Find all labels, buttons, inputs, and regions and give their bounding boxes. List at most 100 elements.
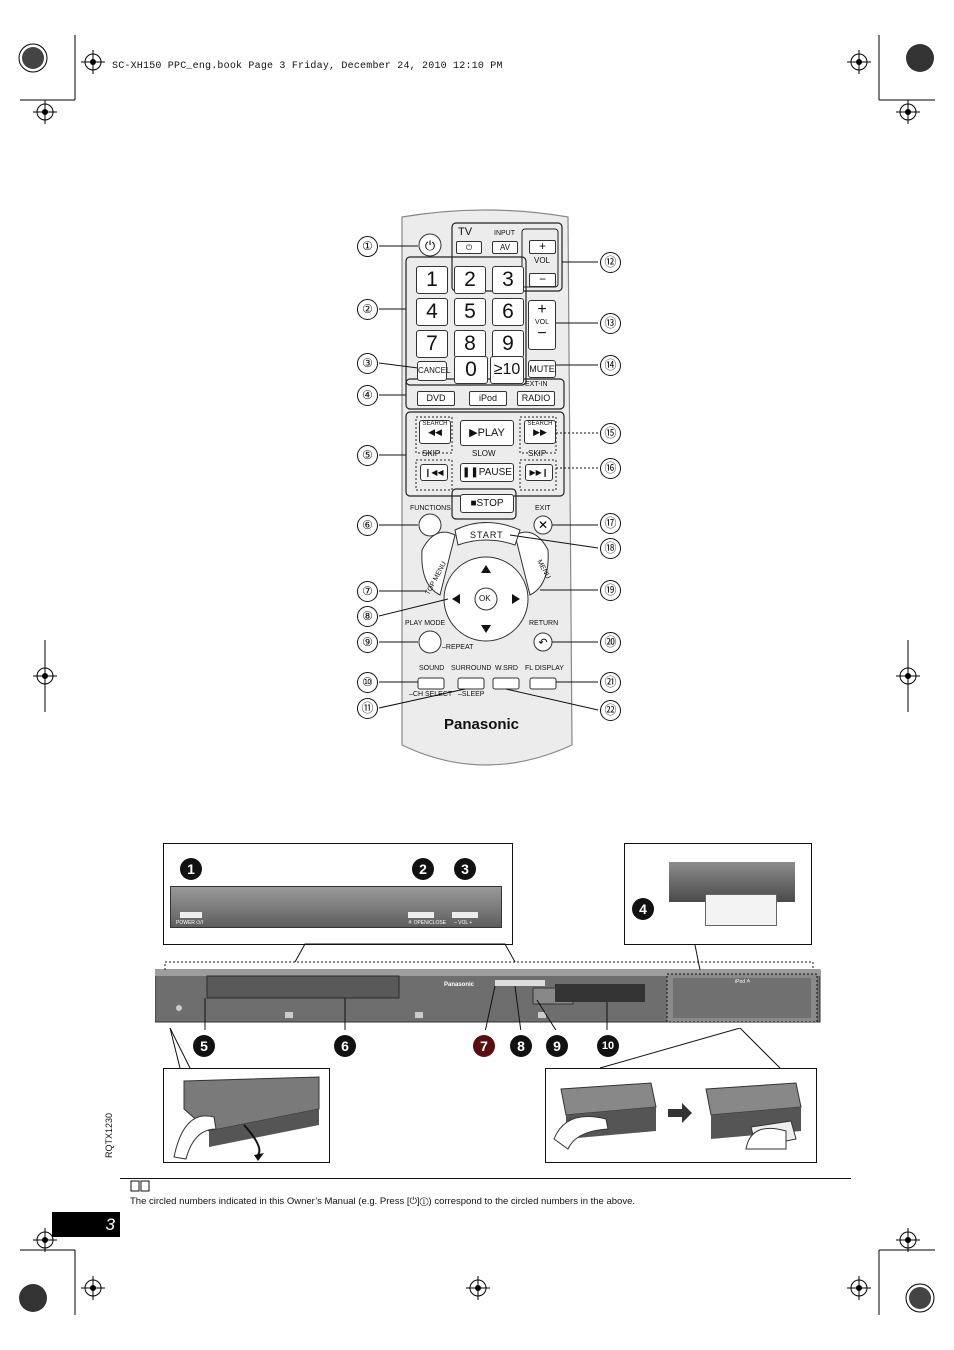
callout-8: ⑧ — [357, 606, 378, 627]
top-panel-surface — [170, 886, 502, 928]
callout-7: ⑦ — [357, 581, 378, 602]
rewind-icon: ◀◀ — [428, 427, 442, 437]
book-file-header: SC-XH150 PPC_eng.book Page 3 Friday, Dec… — [112, 61, 503, 72]
callout-2: ② — [357, 299, 378, 320]
open-close-label: ≙ OPEN/CLOSE — [408, 920, 447, 926]
digit-3-button[interactable]: 3 — [492, 266, 524, 294]
unit-callout-4: 4 — [632, 898, 654, 920]
search-forward-label: SEARCH — [527, 421, 553, 427]
digit-9-button[interactable]: 9 — [492, 330, 524, 358]
sleep-label: –SLEEP — [458, 691, 485, 698]
ipod-dock-open-detail — [545, 1068, 817, 1163]
callout-17: ⑰ — [600, 513, 621, 534]
search-back-button[interactable]: SEARCH◀◀ — [419, 420, 451, 444]
footer-rule — [120, 1178, 851, 1179]
ipod-button[interactable]: iPod — [469, 391, 507, 406]
callout-9: ⑨ — [357, 632, 378, 653]
radio-button[interactable]: RADIO — [517, 391, 555, 406]
unit-volume-label: – VOL + — [454, 920, 473, 926]
callout-12: ⑫ — [600, 252, 621, 273]
callout-18: ⑱ — [600, 538, 621, 559]
main-vol-label: VOL — [534, 319, 549, 326]
book-note-icon — [130, 1180, 150, 1192]
ext-in-label: EXT-IN — [525, 381, 548, 388]
callout-4: ④ — [357, 385, 378, 406]
stop-button[interactable]: ■STOP — [460, 494, 514, 513]
unit-callout-7: 7 — [473, 1035, 495, 1057]
unit-callout-1: 1 — [180, 858, 202, 880]
numpad-outline — [405, 256, 527, 386]
volume-down-icon: − — [537, 325, 547, 342]
tv-vol-up-button[interactable]: + — [529, 240, 556, 254]
callout-20: ⑳ — [600, 632, 621, 653]
skip-back-label: SKIP — [422, 449, 441, 458]
ok-button — [474, 587, 498, 611]
wsrd-label: W.SRD — [495, 665, 518, 672]
search-forward-button[interactable]: SEARCH▶▶ — [524, 420, 556, 444]
mute-button[interactable]: MUTE — [528, 360, 556, 378]
skip-forward-label: SKIP — [528, 449, 547, 458]
functions-label: FUNCTIONS — [410, 505, 451, 512]
surround-label: SURROUND — [451, 665, 492, 672]
ten-plus-button[interactable]: ≥10 — [490, 356, 524, 384]
pause-button[interactable]: ❚❚PAUSE — [460, 463, 514, 482]
main-volume-rocker[interactable]: + VOL − — [528, 300, 556, 350]
play-button[interactable]: ▶PLAY — [460, 420, 514, 446]
repeat-label: –REPEAT — [442, 644, 474, 651]
input-label: INPUT — [494, 230, 515, 237]
callout-21: ㉑ — [600, 672, 621, 693]
document-code: RQTX1230 — [104, 1112, 114, 1158]
exit-label: EXIT — [535, 505, 551, 512]
tv-vol-down-button[interactable]: − — [529, 273, 556, 287]
ipod-dock-label: iPod ≙ — [735, 979, 751, 985]
fl-display-button — [529, 677, 557, 690]
digit-5-button[interactable]: 5 — [454, 298, 486, 326]
fast-forward-icon: ▶▶ — [533, 427, 547, 437]
callout-15: ⑮ — [600, 423, 621, 444]
av-button[interactable]: AV — [492, 241, 518, 254]
unit-volume-buttons[interactable] — [452, 912, 478, 918]
digit-4-button[interactable]: 4 — [416, 298, 448, 326]
top-panel-detail: POWER ⏻/I ≙ OPEN/CLOSE – VOL + — [163, 843, 513, 945]
ipod-dock-opening-illustration — [553, 1082, 802, 1150]
numpad: 1 2 3 4 5 6 7 8 9 — [416, 266, 526, 358]
digit-6-button[interactable]: 6 — [492, 298, 524, 326]
unit-callout-6: 6 — [334, 1035, 356, 1057]
cancel-button[interactable]: CANCEL — [417, 361, 450, 381]
digit-0-button[interactable]: 0 — [454, 356, 488, 384]
skip-forward-button[interactable]: ▶▶❙ — [525, 464, 553, 481]
unit-brand-logo: Panasonic — [444, 982, 475, 988]
digit-2-button[interactable]: 2 — [454, 266, 486, 294]
power-switch-label: POWER ⏻/I — [176, 920, 204, 926]
open-close-button[interactable] — [408, 912, 434, 918]
unit-callout-9: 9 — [546, 1035, 568, 1057]
callout-14: ⑭ — [600, 355, 621, 376]
ipod-dock-detail — [624, 843, 812, 945]
digit-8-button[interactable]: 8 — [454, 330, 486, 358]
power-button — [418, 233, 442, 257]
callout-3: ③ — [357, 353, 378, 374]
callout-11: ⑪ — [357, 698, 378, 719]
page-number: 3 — [52, 1212, 120, 1237]
digit-1-button[interactable]: 1 — [416, 266, 448, 294]
return-label: RETURN — [529, 620, 559, 627]
tv-power-button[interactable]: ⏻ — [456, 241, 482, 254]
power-switch[interactable] — [180, 912, 202, 918]
callout-19: ⑲ — [600, 580, 621, 601]
ch-select-label: –CH SELECT — [409, 691, 453, 698]
digit-7-button[interactable]: 7 — [416, 330, 448, 358]
ipod-dock-tray — [705, 894, 777, 926]
skip-back-button[interactable]: ❙◀◀ — [420, 464, 448, 481]
callout-13: ⑬ — [600, 313, 621, 334]
callout-10: ⑩ — [357, 672, 378, 693]
surround-button — [457, 677, 485, 690]
unit-callout-5: 5 — [193, 1035, 215, 1057]
unit-callout-3: 3 — [454, 858, 476, 880]
callout-22: ㉒ — [600, 700, 621, 721]
detail-connector-lines — [169, 1028, 781, 1069]
dvd-button[interactable]: DVD — [417, 391, 455, 406]
tv-label: TV — [458, 226, 473, 238]
start-button-label[interactable]: START — [470, 530, 504, 540]
wsrd-button — [492, 677, 520, 690]
skip-forward-icon: ▶▶❙ — [529, 468, 549, 477]
